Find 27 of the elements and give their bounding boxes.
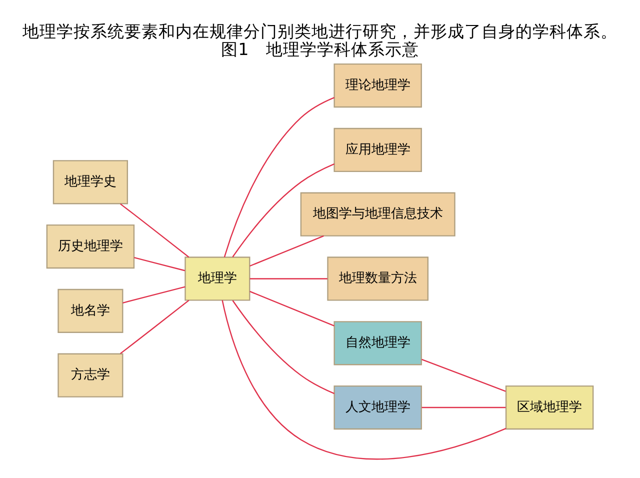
connector	[250, 235, 324, 267]
diagram-title: 地理学按系统要素和内在规律分门别类地进行研究，并形成了自身的学科体系。	[22, 22, 618, 41]
node-box: 地理学	[184, 256, 250, 301]
node-box: 地名学	[58, 288, 124, 333]
node-box: 地图学与地理信息技术	[300, 192, 456, 236]
caption: 图1 地理学学科体系示意	[221, 40, 419, 59]
connector	[134, 256, 186, 272]
node-box: 人文地理学	[334, 385, 422, 430]
node-box: 理论地理学	[334, 63, 422, 108]
connector	[250, 290, 334, 326]
node-box: 自然地理学	[334, 321, 422, 366]
connector	[222, 300, 506, 460]
connector	[422, 406, 506, 408]
node-box: 区域地理学	[505, 385, 594, 430]
connector	[232, 300, 335, 394]
node-box: 历史地理学	[46, 224, 135, 269]
node-box: 地理学史	[52, 160, 128, 204]
connector	[120, 203, 190, 258]
node-box: 应用地理学	[334, 128, 422, 172]
connector	[232, 163, 335, 258]
node-box: 地理数量方法	[327, 256, 429, 301]
node-box: 方志学	[58, 353, 124, 398]
connector	[120, 300, 190, 354]
connector	[422, 358, 506, 392]
connector	[224, 97, 335, 258]
connector	[122, 286, 186, 304]
connector	[250, 278, 328, 280]
